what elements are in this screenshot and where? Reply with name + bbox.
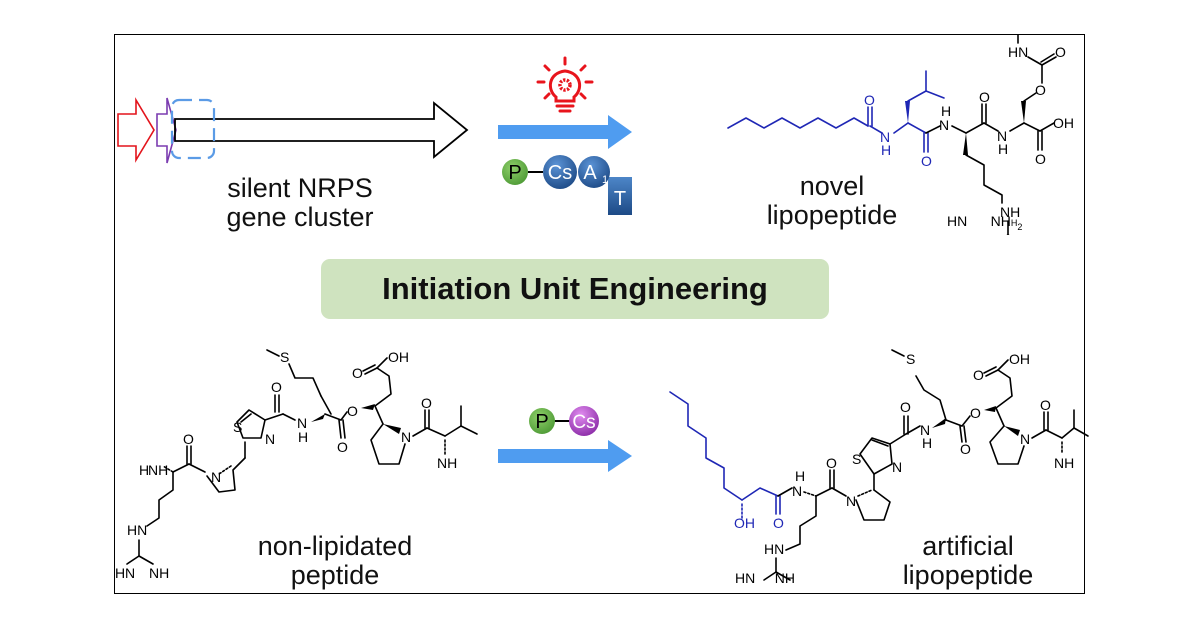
svg-text:OH: OH [1053,115,1074,131]
svg-text:O: O [183,431,194,447]
svg-text:O: O [979,89,990,105]
svg-text:O: O [1055,44,1066,60]
svg-text:N: N [297,415,307,431]
svg-text:O: O [826,455,837,471]
svg-text:O: O [773,515,784,531]
non-lipidated-peptide-label-line1: non-lipidated [257,531,413,561]
novel-lipopeptide-structure: O N H O N H NH O N H O O HN O OH [727,35,1074,235]
gene-cluster-label-line2: gene cluster [226,202,374,232]
artificial-lipopeptide-label: artificial lipopeptide [868,532,1068,590]
svg-text:NH: NH [149,565,169,581]
svg-text:O: O [352,365,363,381]
svg-text:O: O [1035,82,1046,98]
svg-text:Cs: Cs [572,412,595,433]
svg-text:HN: HN [764,541,784,557]
novel-lipopeptide-label-line1: novel [799,171,865,201]
domain-a1: A 1 [578,156,610,188]
gene-cluster-diagram [117,97,469,164]
svg-text:H: H [881,142,891,158]
bottom-domain-architecture: P Cs [529,406,599,436]
svg-text:N: N [892,459,902,475]
svg-text:O: O [973,367,984,383]
svg-text:H: H [298,429,308,445]
svg-text:O: O [1040,397,1051,413]
domain-cs: Cs [569,406,599,436]
svg-text:OH: OH [388,349,409,365]
svg-text:HN: HN [1008,44,1028,60]
svg-text:O: O [1035,151,1046,167]
nrps-gene-arrow [174,101,469,159]
svg-text:S: S [280,349,289,365]
svg-text:N: N [265,431,275,447]
svg-text:H: H [795,468,805,484]
svg-text:T: T [614,188,626,210]
svg-text:Cs: Cs [548,162,572,184]
svg-text:N: N [792,483,802,499]
novel-lipopeptide-label: novel lipopeptide [737,172,927,230]
artificial-lipopeptide-label-line2: lipopeptide [902,560,1034,590]
svg-text:H: H [115,565,125,581]
svg-text:N: N [846,493,856,509]
svg-text:NH: NH [1054,455,1074,471]
svg-text:H: H [998,141,1008,157]
svg-text:1: 1 [602,174,608,186]
red-gene-arrow [117,97,155,163]
svg-text:N: N [997,128,1007,144]
non-lipidated-peptide-structure: S O N H O O O OH N O [115,349,478,581]
top-process-arrow [498,115,632,149]
svg-text:H: H [139,462,149,478]
svg-text:H: H [941,103,951,119]
svg-text:S: S [233,419,242,435]
svg-text:O: O [337,439,348,455]
svg-text:P: P [535,411,548,433]
svg-text:N: N [401,429,411,445]
svg-text:O: O [347,403,358,419]
svg-text:N: N [211,469,221,485]
purple-gene-arrow [156,97,177,164]
artificial-lipopeptide-structure: OH O N H O N HN S N O N H S O O O OH N [669,349,1089,581]
novel-lipopeptide-label-line2: lipopeptide [766,200,898,230]
svg-text:N: N [1020,431,1030,447]
domain-p: P [529,408,555,434]
svg-text:O: O [421,395,432,411]
svg-text:O: O [921,153,932,169]
domain-t: T [608,177,632,215]
svg-text:NH: NH [148,462,168,478]
svg-text:A: A [583,162,597,184]
svg-text:OH: OH [1009,351,1030,367]
svg-text:OH: OH [734,515,755,531]
svg-text:S: S [906,351,915,367]
gene-cluster-label: silent NRPS gene cluster [190,174,410,232]
svg-text:O: O [271,379,282,395]
svg-text:O: O [960,441,971,457]
svg-text:O: O [970,405,981,421]
guanidine-label-bottom: HN NH [735,570,795,586]
banner-title: Initiation Unit Engineering [382,271,768,306]
guanidine-label: HN NHH2 [947,213,1023,232]
figure-frame [114,34,1085,594]
non-lipidated-peptide-label: non-lipidated peptide [230,532,440,590]
svg-text:P: P [508,162,521,184]
top-domain-architecture: P Cs T A 1 [502,155,632,215]
title-banner: Initiation Unit Engineering [321,259,829,319]
svg-text:NH: NH [1000,204,1020,220]
svg-text:O: O [900,399,911,415]
svg-text:NH: NH [437,455,457,471]
lightbulb-gear-icon [536,56,594,113]
svg-text:S: S [852,451,861,467]
svg-text:N: N [920,422,930,438]
svg-text:HN: HN [127,522,147,538]
gene-cluster-label-line1: silent NRPS [227,173,373,203]
domain-p: P [502,159,528,185]
artificial-lipopeptide-label-line1: artificial [922,531,1014,561]
initiation-module-highlight [170,98,216,160]
bottom-process-arrow [498,440,632,472]
svg-text:H: H [922,435,932,451]
svg-text:N: N [880,129,890,145]
domain-cs: Cs [543,155,577,189]
non-lipidated-peptide-label-line2: peptide [290,560,380,590]
svg-text:N: N [125,565,135,581]
svg-text:N: N [939,117,949,133]
svg-text:O: O [864,92,875,108]
